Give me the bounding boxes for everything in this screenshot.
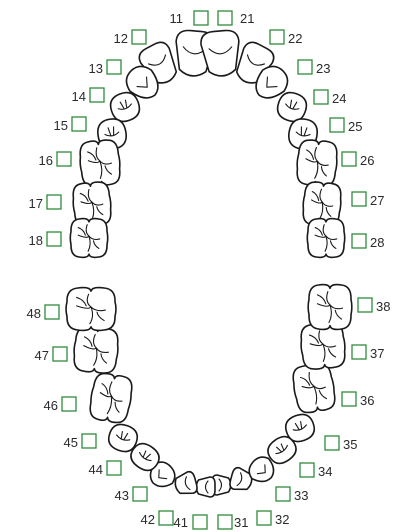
tooth-16-checkbox[interactable] [57, 152, 71, 166]
tooth-33-number: 33 [294, 488, 308, 503]
tooth-41-checkbox[interactable] [193, 515, 207, 529]
tooth-11-number: 11 [170, 11, 184, 26]
tooth-23-number: 23 [316, 61, 330, 76]
tooth-18-checkbox[interactable] [47, 232, 61, 246]
tooth-47-crown [72, 326, 119, 375]
tooth-32-number: 32 [275, 512, 289, 527]
tooth-26-checkbox[interactable] [342, 152, 356, 166]
tooth-22-number: 22 [288, 31, 302, 46]
tooth-18-number: 18 [29, 233, 43, 248]
tooth-27-checkbox[interactable] [352, 192, 366, 206]
tooth-28-number: 28 [370, 235, 384, 250]
tooth-24-number: 24 [332, 91, 346, 106]
tooth-47[interactable] [72, 326, 119, 375]
tooth-17-checkbox[interactable] [47, 195, 61, 209]
tooth-28[interactable] [307, 219, 344, 258]
tooth-46-number: 46 [44, 398, 58, 413]
tooth-36-number: 36 [360, 393, 374, 408]
tooth-21-checkbox[interactable] [218, 11, 232, 25]
tooth-12-number: 12 [114, 31, 128, 46]
tooth-18[interactable] [70, 219, 107, 258]
tooth-23-checkbox[interactable] [298, 60, 312, 74]
tooth-47-checkbox[interactable] [53, 347, 67, 361]
tooth-35-checkbox[interactable] [325, 436, 339, 450]
tooth-38[interactable] [308, 285, 352, 330]
tooth-24-checkbox[interactable] [314, 90, 328, 104]
tooth-38-number: 38 [376, 299, 390, 314]
tooth-12-checkbox[interactable] [132, 30, 146, 44]
tooth-48[interactable] [66, 288, 116, 331]
tooth-47-number: 47 [35, 348, 49, 363]
tooth-15-number: 15 [54, 118, 68, 133]
tooth-42[interactable] [173, 471, 199, 498]
tooth-13-number: 13 [89, 61, 103, 76]
tooth-22-checkbox[interactable] [270, 30, 284, 44]
tooth-25-number: 25 [348, 119, 362, 134]
tooth-21-number: 21 [240, 11, 254, 26]
tooth-48-crown [66, 288, 116, 331]
tooth-42-checkbox[interactable] [159, 511, 173, 525]
tooth-27-number: 27 [370, 193, 384, 208]
tooth-34-checkbox[interactable] [300, 463, 314, 477]
tooth-37-number: 37 [370, 346, 384, 361]
tooth-43-checkbox[interactable] [133, 487, 147, 501]
tooth-15-checkbox[interactable] [72, 117, 86, 131]
tooth-46-checkbox[interactable] [62, 397, 76, 411]
tooth-41-number: 41 [174, 515, 188, 530]
tooth-42-number: 42 [141, 512, 155, 527]
tooth-16-number: 16 [39, 153, 53, 168]
tooth-17-number: 17 [29, 196, 43, 211]
tooth-48-checkbox[interactable] [45, 305, 59, 319]
tooth-44-checkbox[interactable] [107, 461, 121, 475]
tooth-32-checkbox[interactable] [257, 511, 271, 525]
tooth-33-checkbox[interactable] [276, 487, 290, 501]
tooth-25-checkbox[interactable] [330, 118, 344, 132]
tooth-41[interactable] [196, 477, 215, 497]
tooth-35-number: 35 [343, 437, 357, 452]
tooth-31-number: 31 [234, 515, 248, 530]
tooth-36-checkbox[interactable] [342, 392, 356, 406]
tooth-13-checkbox[interactable] [107, 60, 121, 74]
tooth-38-checkbox[interactable] [358, 298, 372, 312]
tooth-31-checkbox[interactable] [218, 515, 232, 529]
tooth-46[interactable] [87, 371, 134, 424]
tooth-38-crown [308, 285, 352, 330]
tooth-28-checkbox[interactable] [352, 234, 366, 248]
tooth-45-checkbox[interactable] [82, 434, 96, 448]
tooth-26-number: 26 [360, 153, 374, 168]
tooth-34-number: 34 [318, 464, 332, 479]
tooth-37-checkbox[interactable] [352, 345, 366, 359]
tooth-48-number: 48 [27, 306, 41, 321]
tooth-14-number: 14 [72, 89, 86, 104]
tooth-26[interactable] [295, 139, 338, 187]
tooth-16[interactable] [78, 139, 121, 187]
tooth-43-number: 43 [115, 488, 129, 503]
tooth-14-checkbox[interactable] [90, 88, 104, 102]
tooth-45-number: 45 [64, 435, 78, 450]
tooth-11-checkbox[interactable] [194, 11, 208, 25]
tooth-44-number: 44 [89, 462, 103, 477]
